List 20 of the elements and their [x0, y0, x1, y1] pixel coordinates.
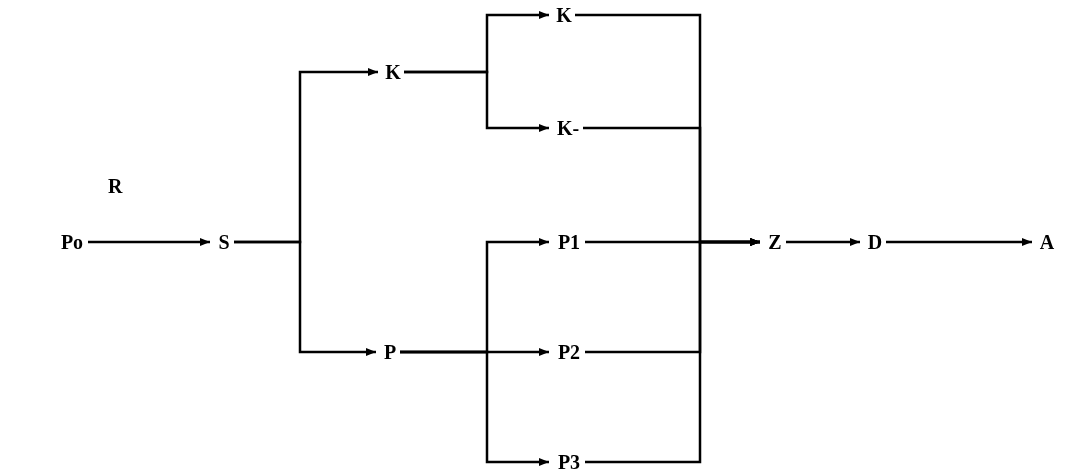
arrow: [404, 70, 549, 132]
arrow: [886, 238, 1032, 246]
arrow: [786, 238, 860, 246]
node-label: Z: [768, 232, 782, 252]
node-label: P2: [557, 342, 581, 362]
node-label: D: [867, 232, 883, 252]
node-label: Po: [60, 232, 84, 252]
arrow: [88, 238, 210, 246]
node-label: K-: [556, 118, 580, 138]
arrow: [585, 238, 760, 464]
node-label: K: [385, 62, 401, 82]
text-label: R: [108, 176, 123, 196]
arrow: [400, 350, 549, 466]
node-label: K: [556, 5, 572, 25]
node-label: S: [218, 232, 230, 252]
arrow: [234, 240, 376, 356]
node-label: P1: [557, 232, 581, 252]
node-label: A: [1039, 232, 1055, 252]
node-label: P3: [557, 452, 581, 472]
node-label: P: [383, 342, 397, 362]
